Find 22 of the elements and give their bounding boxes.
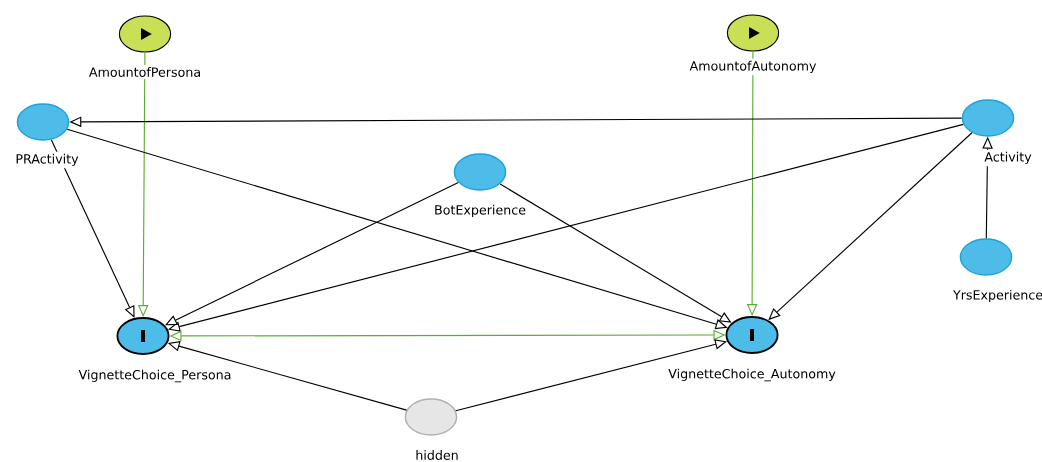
node-ellipse — [961, 99, 1015, 137]
node-label: AmountofPersona — [86, 65, 204, 79]
node-ellipse — [453, 153, 507, 191]
node-ellipse — [116, 317, 170, 355]
node-label: VignetteChoice_Persona — [76, 367, 234, 385]
arrow — [50, 139, 135, 318]
node-label: PRActivity — [13, 151, 81, 169]
node-ellipse — [118, 15, 172, 53]
node-ellipse — [725, 316, 779, 354]
arrow — [455, 339, 727, 412]
node-ellipse — [726, 14, 780, 52]
arrow — [499, 183, 732, 323]
node-ellipse — [16, 103, 70, 141]
node-label: VignetteChoice_Autonomy — [666, 366, 838, 384]
node-label: BotExperience — [431, 202, 529, 220]
node-label: AmountofAutonomy — [687, 58, 819, 76]
arrow — [168, 123, 964, 332]
node-ellipse — [959, 238, 1013, 276]
node-label: YrsExperience — [950, 287, 1042, 305]
arrow — [768, 132, 973, 320]
node-label: hidden — [413, 448, 461, 462]
node-ellipse — [404, 398, 458, 436]
